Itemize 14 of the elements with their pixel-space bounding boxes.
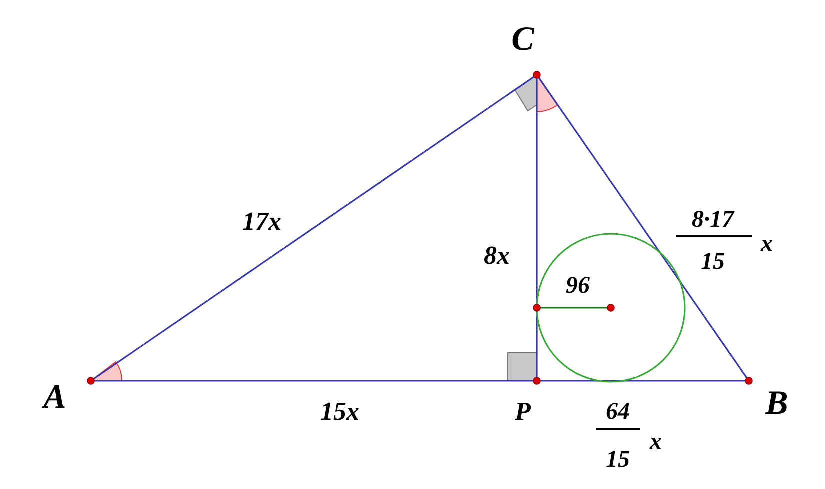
fraction-numerator: 8·17: [692, 208, 734, 232]
fraction-denominator: 15: [606, 448, 630, 472]
side-label: 17x: [242, 209, 282, 235]
side-label: 8x: [484, 243, 510, 269]
vertex-label: A: [44, 381, 66, 415]
variable-label: x: [761, 232, 773, 256]
fraction-denominator: 15: [701, 250, 725, 274]
vertex-label: P: [515, 399, 531, 425]
fraction-numerator: 64: [606, 400, 630, 424]
vertex-label: C: [512, 23, 534, 57]
vertex-label: B: [766, 387, 788, 421]
side-label: 15x: [320, 399, 360, 425]
variable-label: x: [650, 430, 662, 454]
radius-label: 96: [566, 274, 590, 298]
